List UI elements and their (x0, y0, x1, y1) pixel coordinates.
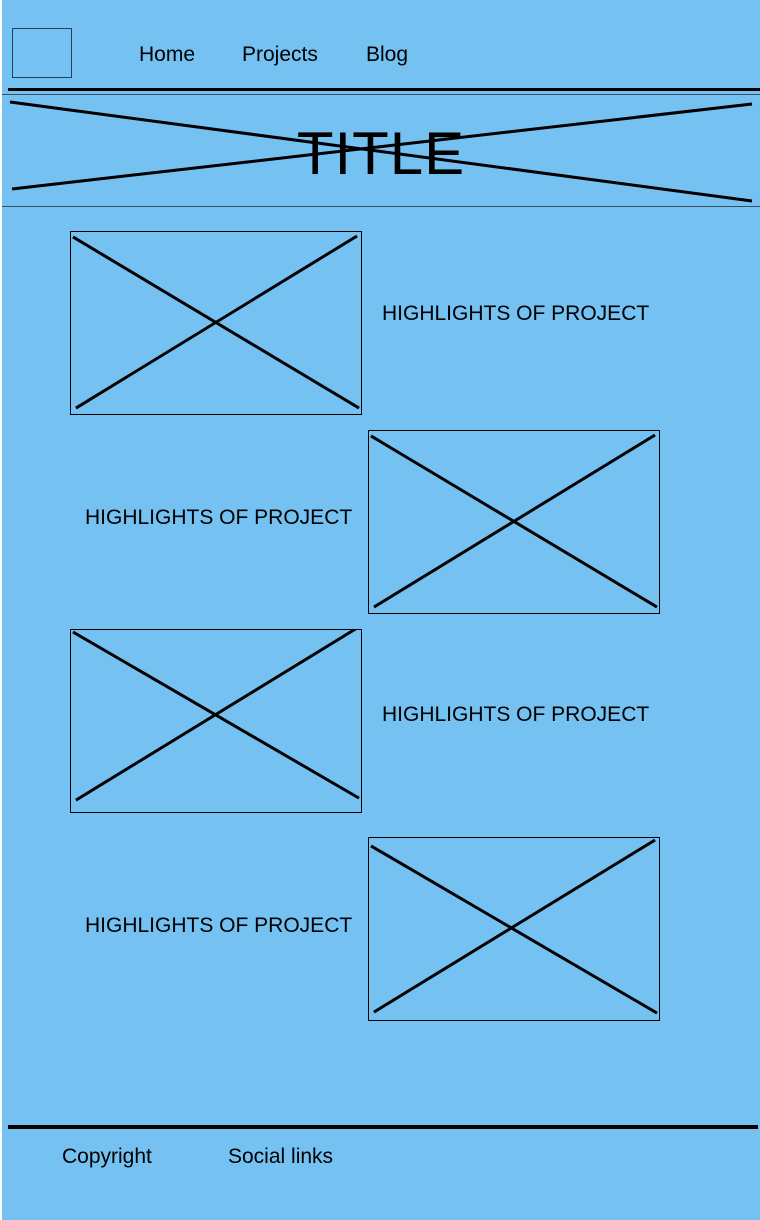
footer-copyright: Copyright (62, 1145, 152, 1168)
footer-social-links[interactable]: Social links (228, 1145, 334, 1168)
image-placeholder-icon (370, 433, 658, 609)
footer-divider (8, 1125, 758, 1129)
banner-cross-icon (9, 100, 753, 203)
project-image-4 (368, 837, 660, 1021)
image-placeholder-icon (370, 838, 658, 1015)
header-divider (8, 88, 760, 91)
image-placeholder-icon (72, 630, 360, 802)
logo-placeholder[interactable] (12, 28, 72, 78)
project-image-2 (368, 430, 660, 614)
image-placeholder-icon (72, 234, 360, 410)
project-highlight-3: HIGHLIGHTS OF PROJECT (382, 703, 650, 726)
nav-blog-link[interactable]: Blog (366, 43, 409, 66)
nav-projects-link[interactable]: Projects (242, 43, 318, 66)
project-highlight-4: HIGHLIGHTS OF PROJECT (85, 914, 353, 937)
nav-home-link[interactable]: Home (139, 43, 196, 66)
project-highlight-1: HIGHLIGHTS OF PROJECT (382, 302, 650, 325)
project-highlight-2: HIGHLIGHTS OF PROJECT (85, 506, 353, 529)
banner-top-line (2, 94, 760, 95)
title-banner: TITLE (2, 96, 760, 208)
banner-bottom-line (2, 206, 760, 207)
project-image-1 (70, 231, 362, 415)
project-image-3 (70, 629, 362, 813)
